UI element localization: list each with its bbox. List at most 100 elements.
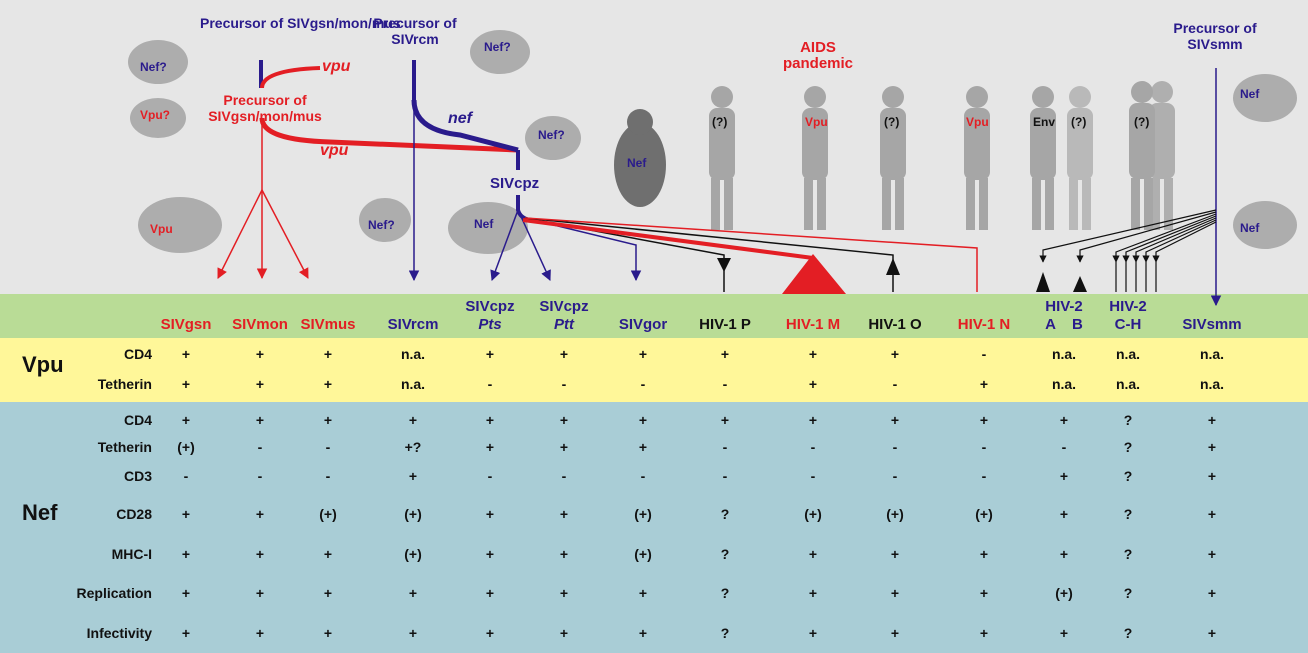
column-header: HIV-1 N (939, 316, 1029, 333)
table-cell: + (783, 376, 843, 392)
table-cell: ? (1098, 439, 1158, 455)
table-cell: + (1182, 439, 1242, 455)
table-cell: + (1182, 625, 1242, 641)
table-cell: + (156, 376, 216, 392)
table-cell: + (954, 546, 1014, 562)
silhouette-label: (?) (1071, 115, 1086, 129)
table-cell: + (534, 546, 594, 562)
silhouette-label: Vpu (805, 115, 828, 129)
table-cell: + (460, 412, 520, 428)
table-cell: + (1182, 468, 1242, 484)
table-cell: - (783, 468, 843, 484)
row-label: Replication (42, 585, 152, 601)
table-cell: ? (1098, 625, 1158, 641)
row-label: CD3 (42, 468, 152, 484)
table-cell: - (865, 439, 925, 455)
table-cell: n.a. (1098, 346, 1158, 362)
table-cell: n.a. (1034, 376, 1094, 392)
table-cell: n.a. (1182, 376, 1242, 392)
table-cell: + (460, 625, 520, 641)
label-precursor-smm: Precursor of SIVsmm (1165, 20, 1265, 52)
table-cell: +? (383, 439, 443, 455)
table-cell: - (460, 376, 520, 392)
column-header: HIV-2 (1083, 298, 1173, 315)
table-cell: + (460, 506, 520, 522)
table-cell: + (156, 546, 216, 562)
table-cell: (+) (783, 506, 843, 522)
table-cell: - (695, 376, 755, 392)
table-cell: + (383, 468, 443, 484)
table-cell: + (783, 585, 843, 601)
table-cell: + (954, 412, 1014, 428)
table-cell: + (460, 439, 520, 455)
table-cell: + (1182, 506, 1242, 522)
table-cell: - (954, 439, 1014, 455)
row-label: CD4 (42, 412, 152, 428)
table-cell: + (613, 625, 673, 641)
table-cell: + (156, 506, 216, 522)
table-cell: + (534, 412, 594, 428)
table-cell: + (783, 625, 843, 641)
table-cell: (+) (383, 506, 443, 522)
table-cell: + (1034, 625, 1094, 641)
table-cell: n.a. (1034, 346, 1094, 362)
silhouette-label: Vpu (966, 115, 989, 129)
silhouette-label: Env (1033, 115, 1055, 129)
table-cell: + (534, 439, 594, 455)
table-cell: + (298, 585, 358, 601)
table-cell: n.a. (1182, 346, 1242, 362)
column-subheader: C-H (1083, 316, 1173, 333)
table-cell: + (230, 585, 290, 601)
label-vpu-top: vpu (322, 58, 350, 76)
table-cell: + (156, 585, 216, 601)
label-vpu-mid: vpu (320, 142, 348, 160)
table-cell: ? (695, 506, 755, 522)
table-cell: - (613, 468, 673, 484)
table-cell: + (230, 376, 290, 392)
row-label: Tetherin (42, 376, 152, 392)
table-cell: + (1182, 546, 1242, 562)
table-cell: + (298, 346, 358, 362)
table-cell: + (783, 346, 843, 362)
silhouette-label: Nef? (140, 60, 167, 74)
table-cell: + (230, 625, 290, 641)
silhouette-label: Vpu? (140, 108, 170, 122)
table-cell: + (460, 546, 520, 562)
table-cell: - (460, 468, 520, 484)
table-cell: n.a. (383, 376, 443, 392)
silhouette-label: Nef? (538, 128, 565, 142)
table-cell: (+) (613, 546, 673, 562)
table-cell: + (865, 546, 925, 562)
table-cell: - (230, 439, 290, 455)
label-precursor-gsn-red: Precursor of SIVgsn/mon/mus (200, 92, 330, 124)
table-cell: - (695, 468, 755, 484)
table-cell: + (865, 625, 925, 641)
table-cell: + (865, 585, 925, 601)
table-cell: ? (1098, 546, 1158, 562)
table-cell: + (1034, 412, 1094, 428)
table-cell: ? (695, 546, 755, 562)
label-precursor-rcm: Precursor of SIVrcm (370, 15, 460, 47)
table-cell: - (695, 439, 755, 455)
column-header: SIVcpz (519, 298, 609, 315)
table-cell: + (613, 439, 673, 455)
table-cell: - (534, 376, 594, 392)
row-label: CD4 (42, 346, 152, 362)
silhouette-label: Nef? (484, 40, 511, 54)
label-precursor-gsn-blue: Precursor of SIVgsn/mon/mus (200, 15, 330, 31)
label-aids-pandemic: AIDS pandemic (768, 40, 868, 72)
silhouette-label: (?) (712, 115, 727, 129)
row-label: Infectivity (42, 625, 152, 641)
table-cell: + (460, 346, 520, 362)
table-cell: ? (695, 625, 755, 641)
table-cell: + (534, 346, 594, 362)
table-cell: (+) (298, 506, 358, 522)
table-cell: (+) (865, 506, 925, 522)
table-cell: ? (1098, 412, 1158, 428)
table-cell: + (1034, 546, 1094, 562)
silhouette-label: Nef (1240, 87, 1259, 101)
table-cell: + (783, 546, 843, 562)
silhouette-label: Nef (627, 156, 646, 170)
table-cell: - (954, 468, 1014, 484)
